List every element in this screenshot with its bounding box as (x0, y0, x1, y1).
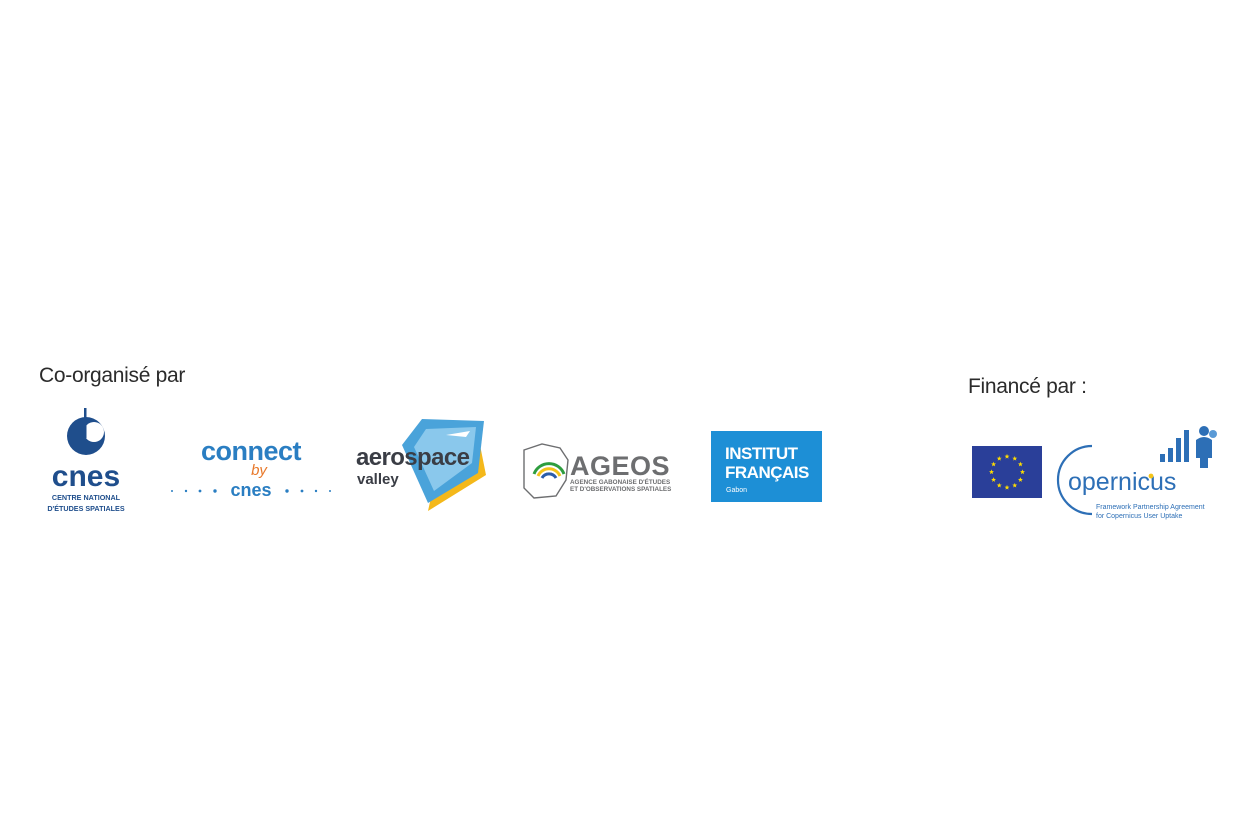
eu-stars (989, 453, 1025, 490)
ageos-wordmark: AGEOS (570, 451, 670, 481)
connect-cnes-word: cnes (230, 480, 271, 500)
connect-by-word: by (251, 462, 268, 479)
users-bar-icon (1160, 426, 1217, 468)
aerospace-word: aerospace (356, 444, 470, 471)
cnes-wordmark: cnes (52, 460, 120, 493)
cnes-line2: D'ÉTUDES SPATIALES (47, 504, 125, 513)
connect-wordmark: connect (201, 436, 302, 466)
eu-star (996, 455, 1002, 461)
finance-heading: Financé par : (968, 375, 1087, 398)
institut-francais-logo: INSTITUT FRANÇAIS Gabon (711, 431, 822, 502)
eu-star (1017, 477, 1023, 482)
copernicus-dot (1148, 473, 1154, 479)
copernicus-logo: opernicus Framework Partnership Agreemen… (1056, 426, 1217, 520)
eu-star (991, 461, 997, 467)
francais-word: FRANÇAIS (725, 463, 809, 482)
copernicus-wordmark: opernicus (1068, 468, 1176, 496)
eu-star (1020, 469, 1025, 475)
gabon-word: Gabon (726, 487, 747, 494)
institut-word: INSTITUT (725, 444, 799, 463)
eu-star (1004, 453, 1010, 459)
eu-star (1012, 482, 1018, 488)
valley-word: valley (357, 471, 399, 488)
eu-star (996, 482, 1002, 488)
co-organise-heading: Co-organisé par (39, 364, 186, 387)
eu-star (1012, 455, 1018, 461)
ageos-line2: ET D'OBSERVATIONS SPATIALES (570, 486, 671, 493)
eu-star (1017, 461, 1023, 467)
ageos-line1: AGENCE GABONAISE D'ÉTUDES (570, 477, 670, 486)
cnes-logo: cnes CENTRE NATIONAL D'ÉTUDES SPATIALES (47, 408, 125, 513)
copernicus-line2: for Copernicus User Uptake (1096, 513, 1182, 520)
connect-by-cnes-logo: connect by cnes (171, 436, 331, 500)
eu-flag-icon (972, 446, 1042, 498)
eu-star (1004, 484, 1010, 490)
dotted-line (171, 489, 331, 493)
ageos-logo: AGEOS AGENCE GABONAISE D'ÉTUDES ET D'OBS… (523, 443, 671, 499)
eu-star (991, 477, 997, 482)
eu-star (989, 469, 994, 475)
copernicus-line1: Framework Partnership Agreement (1096, 504, 1205, 511)
aerospace-valley-logo: aerospace valley (356, 419, 486, 511)
cnes-line1: CENTRE NATIONAL (52, 493, 121, 502)
